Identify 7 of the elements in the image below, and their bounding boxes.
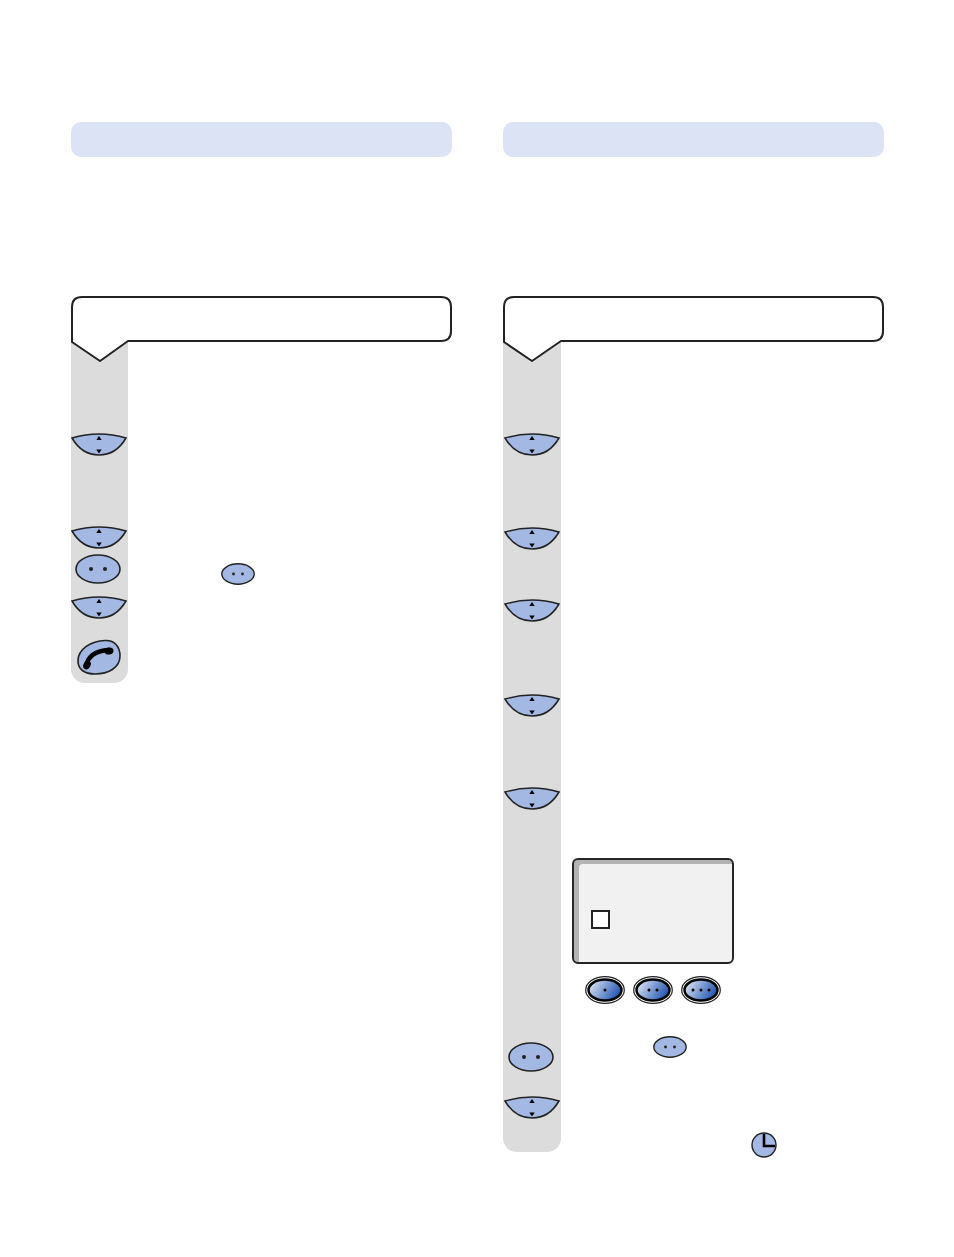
key-strip [503,341,561,1152]
key-strip [71,341,128,683]
callout-box [503,296,884,363]
header-band [503,122,884,157]
display-screen [572,858,734,964]
callout-box [71,296,452,363]
header-band [71,122,452,157]
